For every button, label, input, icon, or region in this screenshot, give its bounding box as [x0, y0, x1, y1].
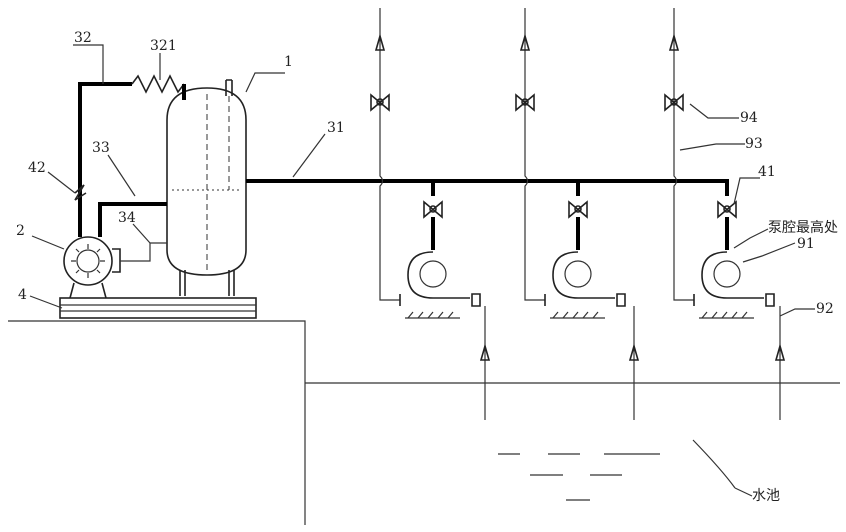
label-outlet-pipe: 33 [92, 140, 110, 156]
label-inlet-pipe: 92 [816, 301, 834, 317]
label-valve: 41 [758, 164, 776, 180]
label-pump-body: 91 [797, 236, 815, 252]
label-discharge-valve: 94 [740, 110, 758, 126]
label-check-valve: 42 [28, 160, 46, 176]
pump [64, 237, 120, 298]
label-heater: 321 [150, 38, 177, 54]
pump-unit-1 [371, 8, 489, 420]
ground-and-pit [8, 321, 840, 525]
label-suction-pipe: 32 [74, 30, 92, 46]
leader-lines [30, 45, 815, 496]
label-drain-pipe: 34 [118, 210, 136, 226]
pump-base [60, 298, 256, 318]
pump-unit-2 [516, 8, 638, 420]
drain-pipe-34 [120, 243, 167, 261]
label-base: 4 [18, 287, 27, 303]
pressure-tank [167, 80, 246, 296]
label-pool: 水池 [752, 488, 780, 504]
label-pump: 2 [16, 223, 25, 239]
label-tank: 1 [284, 54, 293, 70]
label-main-pipe: 31 [327, 120, 345, 136]
main-pipe-31 [246, 181, 727, 196]
pool-water-marks [498, 440, 735, 500]
pump-unit-3 [665, 8, 784, 420]
label-discharge-pipe: 93 [745, 136, 763, 152]
label-pump-top-note: 泵腔最高处 [768, 219, 838, 236]
